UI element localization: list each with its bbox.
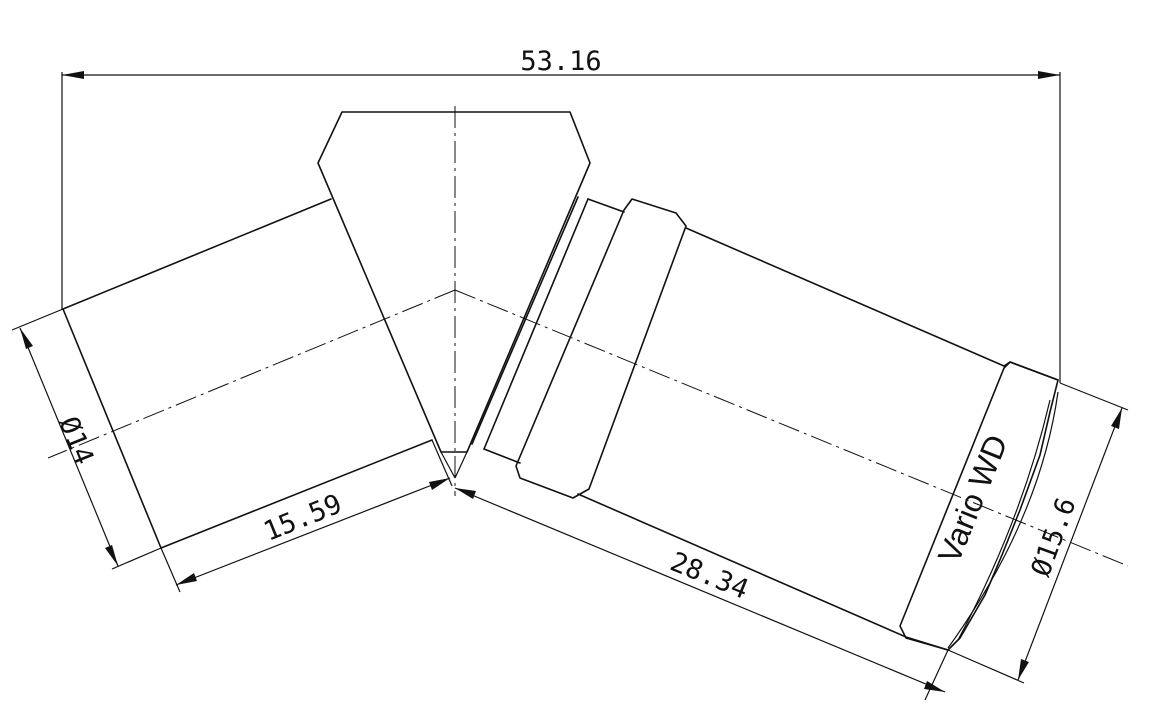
ext-line-left-len-outer: [160, 547, 181, 593]
barrel-body-lower: [577, 493, 949, 651]
left-length-label: 15.59: [259, 489, 346, 548]
arrow-bottom-right-dia: [1018, 659, 1029, 680]
barrel-body: [685, 227, 1059, 381]
dim-line-left-dia: [19, 327, 119, 567]
arrow-right-overall: [1038, 71, 1060, 79]
ext-line-right-dia-bottom: [947, 649, 1025, 684]
left-tube: [62, 198, 433, 549]
left-diameter-label: Ø14: [52, 412, 99, 469]
dim-right-length: 28.34: [454, 487, 949, 701]
prism-body: [317, 111, 591, 479]
ext-line-left-dia-top: [11, 308, 64, 331]
left-tube-body: [62, 198, 433, 549]
arrow-left-overall: [62, 71, 84, 79]
arrow-right-len-end: [924, 681, 945, 692]
prism-base-edge-right: [454, 451, 468, 479]
collar-top: [587, 198, 625, 213]
dim-line-right-len: [454, 487, 946, 693]
dim-left-diameter: Ø14: [11, 308, 162, 570]
arrow-right-len-start: [455, 488, 476, 499]
dim-left-length: 15.59: [160, 439, 453, 593]
arrow-bottom-left-dia: [105, 545, 118, 566]
left-axis-center-line: [47, 289, 456, 459]
ext-line-left-dia-bottom: [111, 547, 162, 570]
ext-line-right-dia-top: [1059, 382, 1129, 411]
ext-line-right-len-outer: [924, 649, 949, 701]
prism-base-edge: [440, 451, 456, 479]
dim-overall-length: 53.16: [61, 46, 1061, 383]
dim-line-right-dia: [1017, 407, 1123, 681]
collar-line-2: [483, 198, 589, 450]
right-length-label: 28.34: [666, 547, 753, 606]
front-ring: [899, 361, 1059, 651]
arrow-left-len-start: [176, 573, 197, 585]
arrow-left-len-end: [429, 478, 450, 490]
overall-length-label: 53.16: [520, 46, 601, 77]
right-tube: [471, 196, 1059, 651]
dim-line-left-len: [175, 477, 451, 586]
arrow-top-right-dia: [1111, 408, 1122, 429]
focus-ring: [515, 198, 687, 499]
collar-line-1: [471, 196, 579, 445]
right-axis-center-line: [454, 289, 1129, 567]
front-lens-inner: [957, 399, 1051, 641]
arrow-top-left-dia: [20, 328, 33, 349]
collar-bottom: [483, 448, 521, 464]
prism-outline: [317, 111, 591, 453]
right-diameter-label: Ø15.6: [1026, 494, 1083, 581]
ext-line-left-len-inner: [431, 439, 453, 487]
